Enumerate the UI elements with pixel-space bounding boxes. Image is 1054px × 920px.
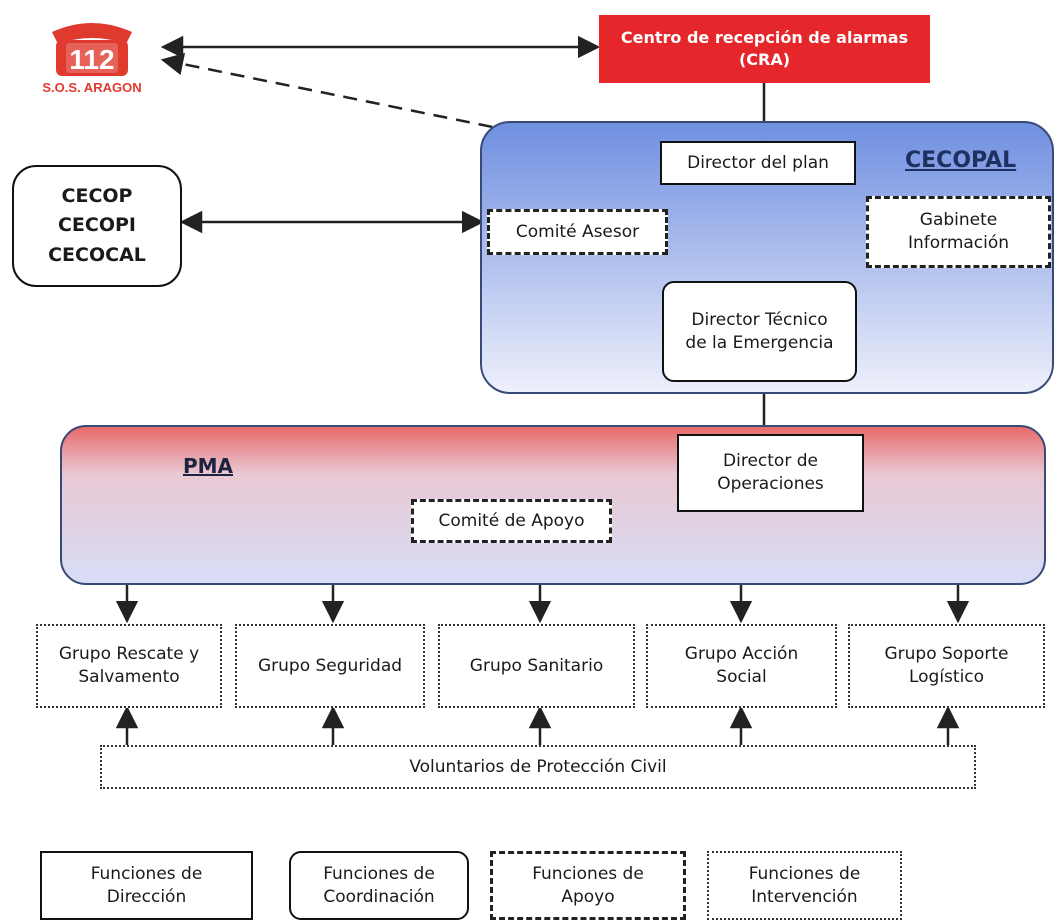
cra-box: Centro de recepción de alarmas (CRA) bbox=[599, 15, 930, 83]
cecopal-title: CECOPAL bbox=[905, 148, 1017, 173]
group-box-soporte-logistico: Grupo Soporte Logístico bbox=[848, 624, 1045, 708]
legend-direccion: Funciones de Dirección bbox=[40, 851, 253, 920]
group-box-accion-social: Grupo Acción Social bbox=[646, 624, 837, 708]
cecop-box: CECOP CECOPI CECOCAL bbox=[12, 165, 182, 287]
legend-intervencion: Funciones de Intervención bbox=[707, 851, 902, 920]
phone-112-icon: 112 bbox=[52, 23, 132, 76]
voluntarios-box: Voluntarios de Protección Civil bbox=[100, 745, 976, 789]
group-box-sanitario: Grupo Sanitario bbox=[438, 624, 635, 708]
comite-apoyo-box: Comité de Apoyo bbox=[411, 499, 612, 543]
director-plan-box: Director del plan bbox=[660, 141, 856, 185]
group-box-rescate: Grupo Rescate y Salvamento bbox=[36, 624, 222, 708]
logo-caption: S.O.S. ARAGON bbox=[42, 80, 142, 95]
gabinete-informacion-box: Gabinete Información bbox=[866, 196, 1051, 268]
director-tecnico-box: Director Técnico de la Emergencia bbox=[662, 281, 857, 382]
group-box-seguridad: Grupo Seguridad bbox=[235, 624, 425, 708]
logo-number: 112 bbox=[69, 44, 114, 75]
legend-coordinacion: Funciones de Coordinación bbox=[289, 851, 469, 920]
legend-apoyo: Funciones de Apoyo bbox=[490, 851, 686, 920]
pma-title: PMA bbox=[183, 454, 234, 478]
director-operaciones-box: Director de Operaciones bbox=[677, 434, 864, 512]
sos-aragon-logo: 112 S.O.S. ARAGON bbox=[22, 10, 162, 100]
comite-asesor-box: Comité Asesor bbox=[487, 209, 668, 255]
